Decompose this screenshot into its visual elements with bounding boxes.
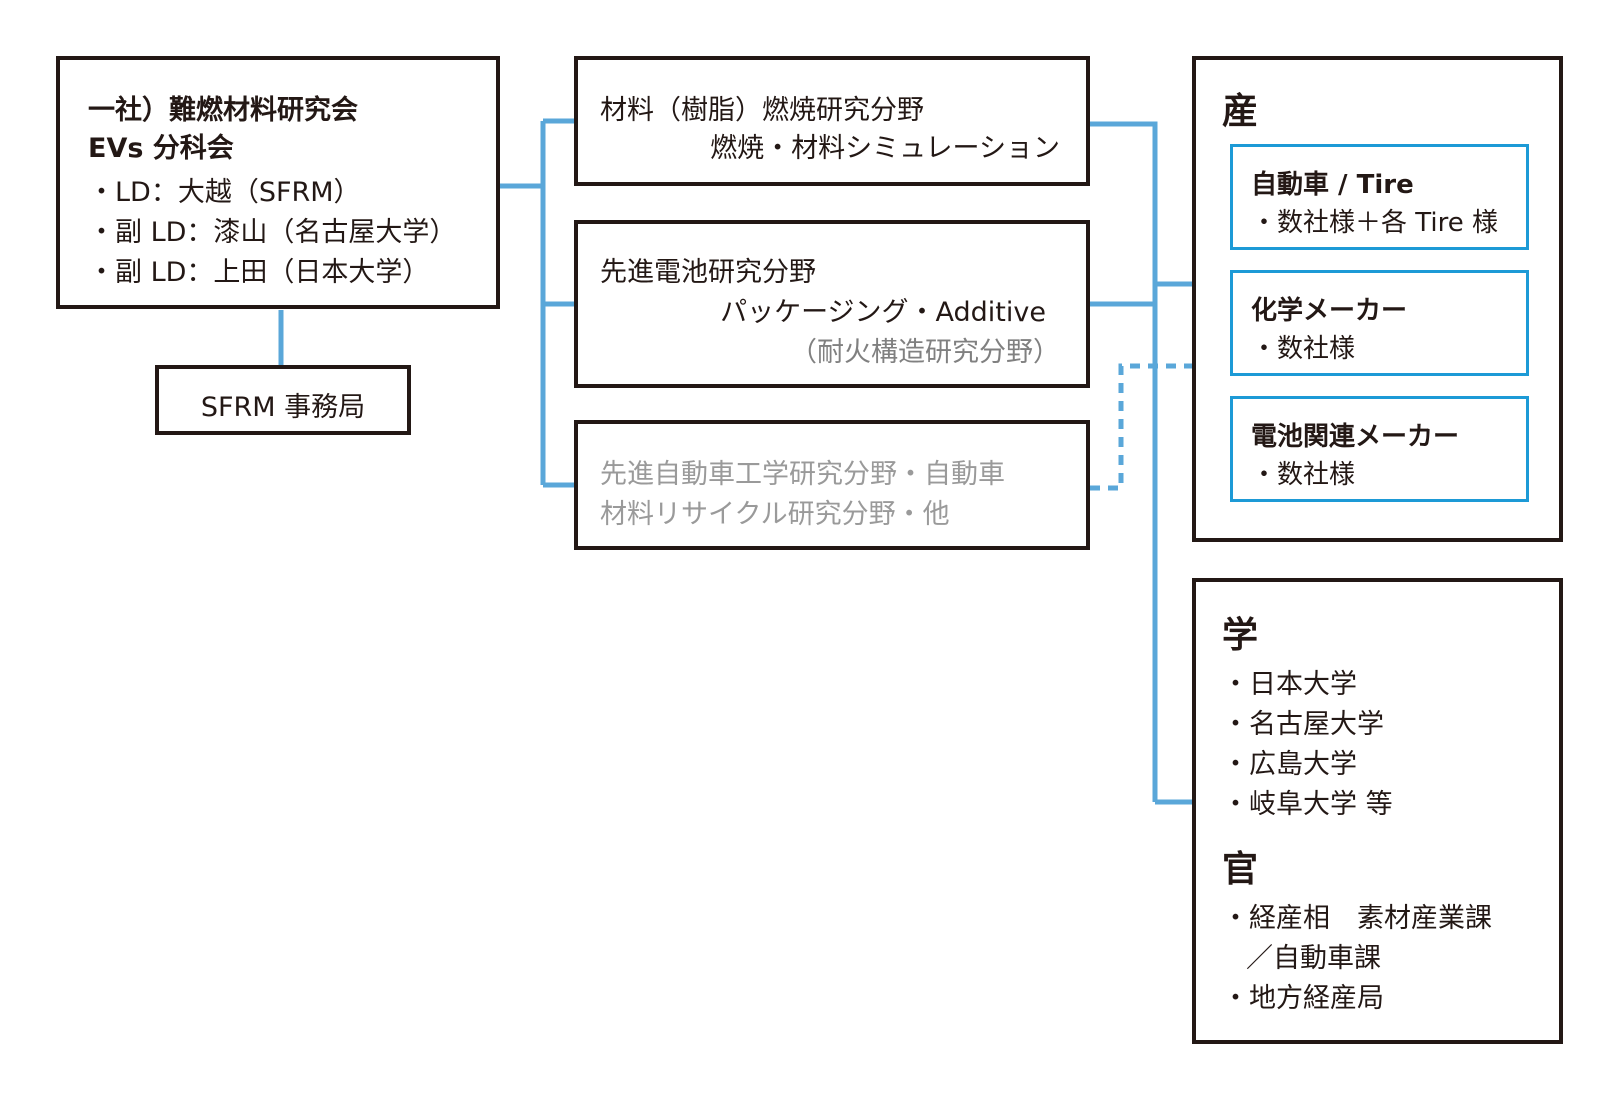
field-subtitle: 材料リサイクル研究分野・他 [600,499,950,530]
field-note: （耐火構造研究分野） [790,337,1060,368]
industry-group-name: 電池関連メーカー [1251,422,1460,452]
field-title: 先進自動車工学研究分野・自動車 [600,459,1005,490]
academia-item: ・日本大学 [1222,669,1357,700]
academia-item: ・広島大学 [1222,749,1357,780]
industry-group-automotive: 自動車 / Tire ・数社様＋各 Tire 様 [1230,144,1529,250]
academia-government-box: 学 ・日本大学 ・名古屋大学 ・広島大学 ・岐阜大学 等 官 ・経産相 素材産業… [1192,578,1563,1044]
industry-group-battery: 電池関連メーカー ・数社様 [1230,396,1529,502]
field-title: 材料（樹脂）燃焼研究分野 [600,95,924,126]
organization-member: ・LD：大越（SFRM） [88,177,361,208]
government-item: ・経産相 素材産業課 [1222,903,1492,934]
government-item: ／自動車課 [1246,943,1381,974]
office-box: SFRM 事務局 [155,365,411,435]
academia-item: ・岐阜大学 等 [1222,789,1393,820]
field-box-battery: 先進電池研究分野 パッケージング・Additive （耐火構造研究分野） [574,220,1090,388]
industry-group-name: 自動車 / Tire [1251,170,1414,200]
government-heading: 官 [1222,849,1259,890]
organization-member: ・副 LD：上田（日本大学） [88,257,430,288]
field-subtitle: 燃焼・材料シミュレーション [710,133,1060,164]
industry-group-name: 化学メーカー [1251,296,1408,326]
organization-box: 一社）難燃材料研究会 EVs 分科会 ・LD：大越（SFRM） ・副 LD：漆山… [56,56,500,309]
field-title: 先進電池研究分野 [600,257,816,288]
industry-group-chemical: 化学メーカー ・数社様 [1230,270,1529,376]
field-box-automotive: 先進自動車工学研究分野・自動車 材料リサイクル研究分野・他 [574,420,1090,550]
field-box-combustion: 材料（樹脂）燃焼研究分野 燃焼・材料シミュレーション [574,56,1090,186]
organization-title-line2: EVs 分科会 [88,133,234,164]
industry-group-detail: ・数社様 [1251,334,1356,364]
field-subtitle: パッケージング・Additive [720,297,1046,328]
connector-field3-dashed [1090,363,1192,491]
academia-item: ・名古屋大学 [1222,709,1384,740]
industry-box: 産 自動車 / Tire ・数社様＋各 Tire 様 化学メーカー ・数社様 電… [1192,56,1563,542]
connector-field1-right [1090,121,1158,304]
industry-group-detail: ・数社様＋各 Tire 様 [1251,208,1498,238]
government-item: ・地方経産局 [1222,983,1384,1014]
organization-member: ・副 LD：漆山（名古屋大学） [88,217,457,248]
organization-title-line1: 一社）難燃材料研究会 [88,95,358,126]
industry-heading: 産 [1222,91,1259,132]
academia-heading: 学 [1222,615,1259,656]
office-label: SFRM 事務局 [200,392,366,423]
industry-group-detail: ・数社様 [1251,460,1356,490]
